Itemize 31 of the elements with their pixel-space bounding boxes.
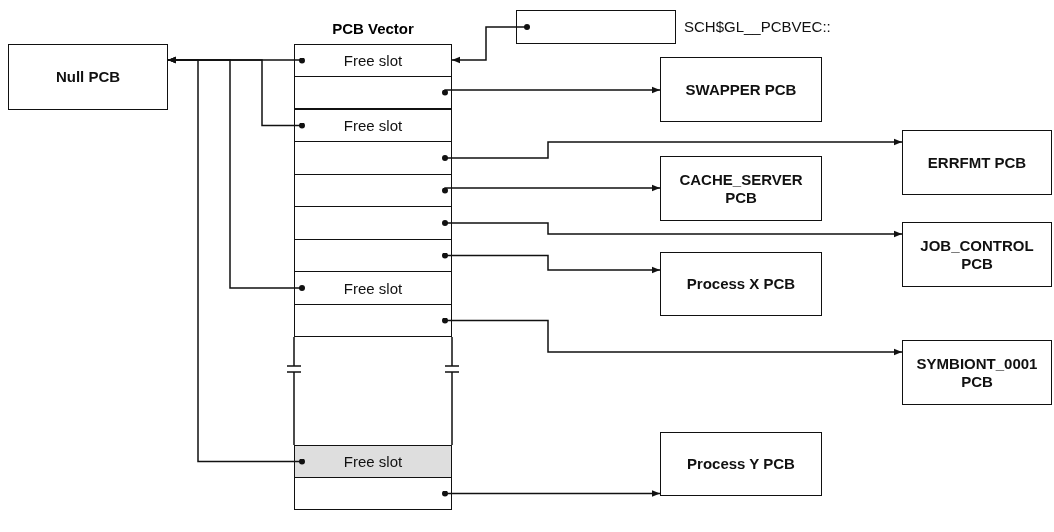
pcb-box: SWAPPER PCB [660, 57, 822, 122]
pointer-box [516, 10, 676, 44]
arrow [442, 138, 903, 161]
pcb-box: JOB_CONTROL PCB [902, 222, 1052, 287]
vector-slot [294, 174, 452, 207]
vector-slot [294, 304, 452, 337]
arrow [442, 184, 661, 194]
pcb-box: Null PCB [8, 44, 168, 110]
pcb-box: CACHE_SERVER PCB [660, 156, 822, 221]
vector-slot [294, 477, 452, 510]
arrow [442, 220, 903, 238]
free-slot: Free slot [294, 44, 452, 77]
vector-slot [294, 206, 452, 240]
vector-slot [294, 239, 452, 272]
pcb-box: Process X PCB [660, 252, 822, 316]
arrow [442, 252, 661, 274]
free-slot: Free slot [294, 445, 452, 478]
arrow [442, 490, 661, 497]
pcb-box: Process Y PCB [660, 432, 822, 496]
pcb-box: ERRFMT PCB [902, 130, 1052, 195]
arrow [451, 24, 530, 64]
free-slot: Free slot [294, 271, 452, 305]
vector-slot [294, 141, 452, 175]
vector-slot [294, 76, 452, 109]
pcb-box: SYMBIONT_0001 PCB [902, 340, 1052, 405]
arrow [442, 86, 661, 96]
symbol-name: SCH$GL__PCBVEC:: [684, 18, 831, 35]
free-slot: Free slot [294, 109, 452, 142]
vector-heading: PCB Vector [331, 20, 415, 37]
arrow [167, 56, 305, 465]
arrow [442, 317, 903, 356]
